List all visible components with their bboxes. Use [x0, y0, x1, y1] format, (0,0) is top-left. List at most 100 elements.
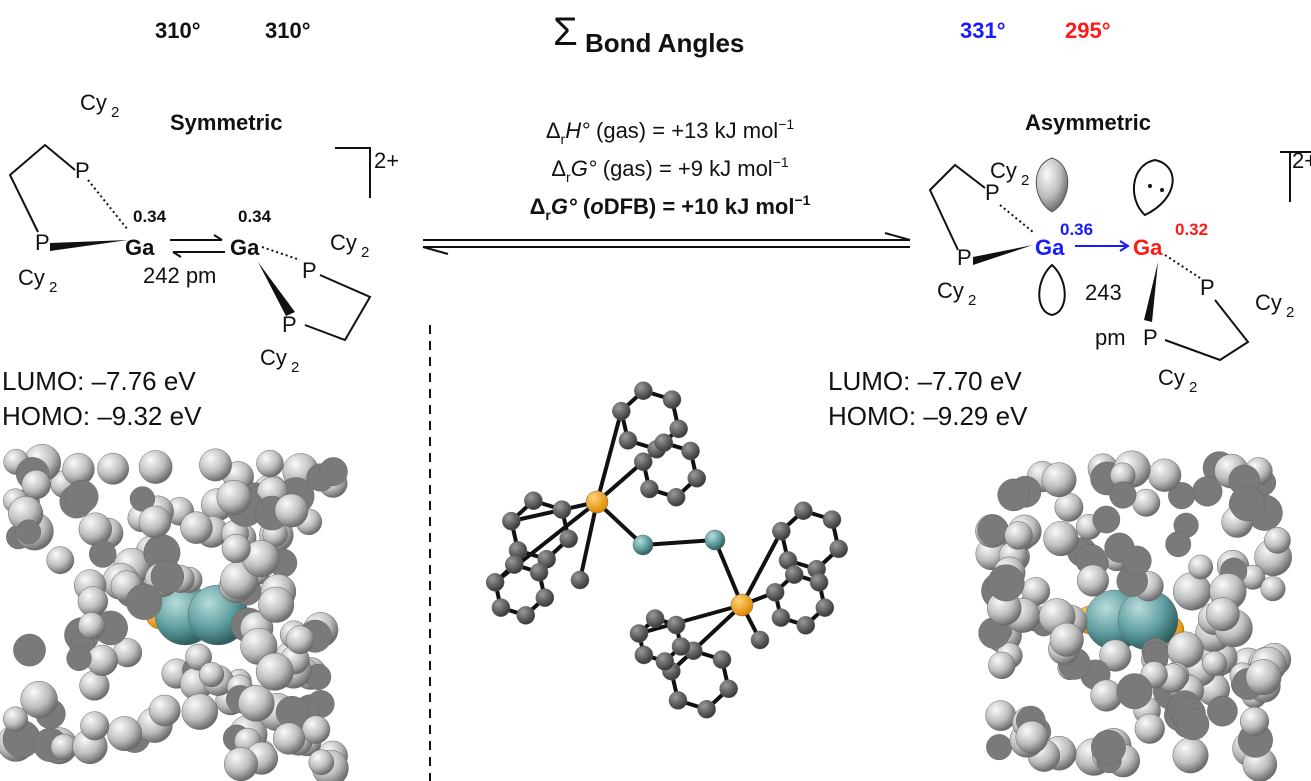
h-atom: [1165, 531, 1192, 558]
c-atom: [559, 529, 578, 549]
cy-subscript: 2: [291, 359, 299, 376]
c-atom: [516, 606, 536, 625]
c-atom: [666, 488, 686, 507]
c-atom: [552, 500, 572, 519]
c-atom: [765, 583, 785, 602]
h-atom: [80, 711, 110, 741]
charge-label: 2+: [374, 148, 399, 173]
h-atom: [301, 715, 331, 744]
h-atom: [985, 700, 1017, 732]
asym-angle-1: 331°: [960, 18, 1006, 43]
c-atom: [784, 565, 804, 584]
partial-charge-2: 0.32: [1175, 220, 1208, 239]
c-atom: [645, 609, 665, 628]
c-atom: [681, 441, 700, 461]
cy-subscript: 2: [49, 279, 57, 296]
h-atom: [66, 645, 92, 671]
h-atom: [1043, 521, 1079, 557]
cy-subscript: 2: [968, 292, 976, 309]
c-atom: [491, 598, 511, 617]
charge-bracket: [335, 147, 371, 198]
h-atom: [138, 505, 172, 539]
lone-pair-orbital: [1132, 158, 1174, 217]
partial-charge-2: 0.34: [238, 207, 272, 226]
c-atom: [504, 555, 524, 574]
sym-angle-1: 310°: [155, 18, 201, 43]
h-atom: [1015, 720, 1049, 754]
h-atom: [1049, 622, 1084, 657]
p-label: P: [957, 245, 972, 270]
p-label: P: [75, 158, 90, 183]
asymmetric-title: Asymmetric: [1025, 110, 1151, 135]
h-atom: [1099, 639, 1132, 672]
empty-orbital: [1038, 263, 1066, 317]
charge-bracket: [1280, 151, 1291, 202]
bond-distance-unit: pm: [1095, 325, 1126, 350]
h-atom: [285, 625, 315, 655]
h-atom: [1092, 505, 1121, 534]
h-atom: [65, 479, 99, 514]
cy-label: Cy: [937, 278, 964, 303]
bond: [713, 539, 744, 606]
c-atom: [809, 573, 829, 592]
ga-label: Ga: [1035, 235, 1065, 260]
h-atom: [997, 478, 1031, 512]
bond: [669, 603, 744, 673]
h-atom: [256, 449, 284, 478]
h-atom: [1245, 659, 1282, 696]
h-atom: [20, 680, 58, 719]
homo-energy: HOMO: –9.29 eV: [828, 401, 1028, 431]
cy-label: Cy: [1255, 290, 1282, 315]
charge-label: 2+: [1292, 148, 1311, 173]
h-atom: [138, 450, 173, 484]
symmetric-spacefill-model: [0, 444, 349, 781]
c-atom: [654, 433, 674, 452]
lumo-energy: LUMO: –7.76 eV: [2, 366, 196, 396]
p-label: P: [1200, 275, 1215, 300]
c-atom: [485, 573, 505, 592]
c-atom: [822, 510, 842, 529]
c-atom: [662, 390, 682, 409]
h-atom: [1091, 729, 1126, 765]
h-atom: [1168, 482, 1196, 510]
p-label: P: [302, 258, 317, 283]
h-atom: [77, 586, 109, 617]
h-atom: [107, 716, 143, 752]
h-atom: [1188, 554, 1214, 580]
h-atom: [318, 457, 348, 487]
sigma-label: Bond Angles: [585, 28, 744, 58]
c-atom: [668, 691, 688, 710]
p-label: P: [282, 312, 297, 337]
c-atom: [529, 563, 549, 582]
p-label: P: [35, 230, 50, 255]
h-atom: [1132, 488, 1161, 517]
h-atom: [148, 694, 181, 727]
h-atom: [46, 546, 75, 575]
h-atom: [1054, 492, 1084, 522]
h-atom: [97, 452, 129, 485]
ga-atom: [704, 529, 726, 551]
partial-charge-1: 0.36: [1060, 220, 1093, 239]
donation-arrow: [170, 234, 223, 241]
equilibrium: ΔrH° (gas) = +13 kJ mol−1 ΔrG° (gas) = +…: [422, 116, 911, 255]
cy-subscript: 2: [1286, 304, 1294, 321]
h-atom: [987, 564, 1025, 602]
gibbs-gas: ΔrG° (gas) = +9 kJ mol−1: [551, 154, 789, 185]
sigma-symbol: Σ: [553, 10, 578, 54]
h-atom: [1172, 737, 1209, 774]
ga-label: Ga: [1133, 235, 1163, 260]
h-atom: [1148, 458, 1182, 492]
cy-subscript: 2: [1189, 379, 1197, 396]
c-atom: [655, 652, 675, 671]
h-atom: [1121, 545, 1152, 576]
c-atom: [771, 608, 791, 627]
cy-label: Cy: [80, 90, 107, 115]
h-atom: [1229, 485, 1266, 522]
h-atom: [1201, 650, 1227, 676]
h-atom: [1264, 527, 1291, 554]
cy-label: Cy: [18, 265, 45, 290]
h-atom: [86, 644, 118, 677]
c-atom: [612, 401, 631, 421]
cy-subscript: 2: [1021, 172, 1029, 189]
